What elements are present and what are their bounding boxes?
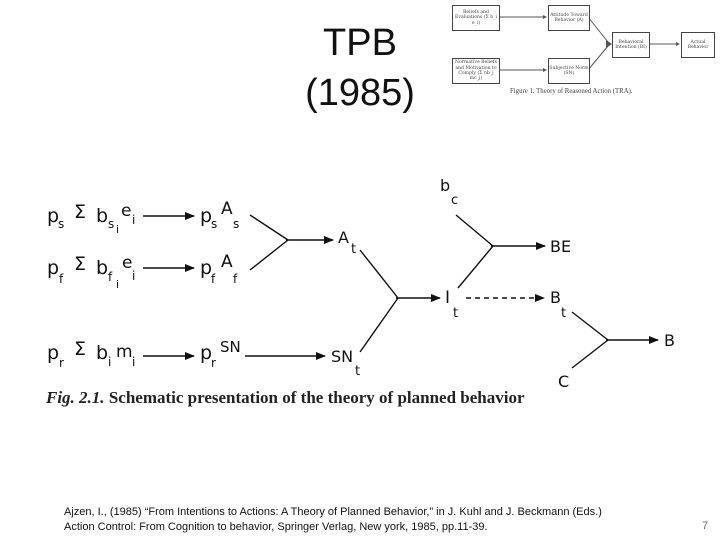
node-C: C: [558, 372, 569, 391]
figure-caption-text: Schematic presentation of the theory of …: [104, 388, 525, 407]
thumb-box-attitude: Attitude Toward Behavior (A): [548, 5, 590, 31]
row2-p-subscript: f: [59, 272, 64, 286]
row1-e-subscript: i: [132, 213, 135, 227]
row3-sigma: Σ: [74, 338, 86, 360]
row1-b: b: [96, 205, 108, 227]
row2-out-A: A: [221, 252, 233, 272]
citation-line2: Action Control: From Cognition to behavi…: [64, 521, 488, 533]
row3-m: m: [116, 342, 133, 362]
node-SNt-subscript: t: [355, 364, 360, 379]
behavior-junction: [571, 311, 659, 369]
row1-out-A: A: [221, 199, 233, 219]
row3-b: b: [96, 342, 108, 364]
row1-e: e: [121, 201, 131, 221]
row2-out-p: p: [200, 257, 212, 279]
node-B: B: [664, 331, 675, 350]
row1-b-subsubscript: i: [116, 223, 119, 236]
figure-label: Fig. 2.1.: [46, 388, 105, 407]
row3-p-subscript: r: [59, 356, 64, 370]
node-At-subscript: t: [351, 242, 356, 257]
thumb-box-intention: Behavioral Intention (BI): [612, 32, 650, 58]
thumbnail-connectors: [498, 15, 680, 72]
row3-m-subscript: i: [132, 355, 135, 369]
node-Bt-subscript: t: [561, 306, 566, 321]
row-referent-beliefs: p r Σ b i m i p r SN: [47, 338, 241, 370]
row1-p: p: [47, 205, 59, 227]
node-At: A: [338, 228, 349, 247]
thumbnail-caption: Figure 1. Theory of Reasoned Action (TRA…: [510, 88, 633, 95]
slide-title-line2: (1985): [305, 72, 415, 114]
row3-b-subscript: i: [108, 355, 111, 369]
row3-out-p-subscript: r: [211, 356, 216, 370]
row2-out-p-subscript: f: [211, 272, 216, 286]
row2-e-subscript: i: [132, 269, 135, 283]
row2-sigma: Σ: [74, 253, 86, 275]
node-BE: BE: [550, 237, 571, 256]
row2-out-A-subscript: f: [233, 272, 238, 286]
row-facilitating-beliefs: p f Σ b f i e i p f A f: [47, 252, 238, 291]
row-behavioral-beliefs: p s Σ b s i e i p s A s: [47, 199, 239, 236]
thumb-box-beliefs: Beliefs and Evaluations (Σ b_i e_i): [452, 5, 500, 31]
thumb-box-behavior: Actual Behavior: [681, 32, 715, 58]
node-bc-subscript: c: [451, 193, 458, 208]
thumb-box-subjective-norm: Subjective Norm (SN): [548, 58, 590, 84]
slide-title-line1: TPB: [323, 22, 397, 64]
node-It: I: [445, 288, 450, 308]
slide-title: TPB (1985): [250, 18, 470, 118]
row2-b: b: [96, 257, 108, 279]
row2-b-subsubscript: i: [116, 278, 119, 291]
row1-out-p-subscript: s: [211, 217, 217, 231]
row1-out-A-subscript: s: [233, 217, 239, 231]
row1-b-subscript: s: [108, 217, 114, 231]
intention-junction: [359, 249, 441, 353]
tra-thumbnail-figure: Beliefs and Evaluations (Σ b_i e_i) Atti…: [440, 2, 716, 100]
citation-line1: Ajzen, I., (1985) “From Intentions to Ac…: [64, 506, 602, 518]
thumb-box-normative-beliefs: Normative Beliefs and Motivation to Comp…: [452, 58, 500, 84]
row2-b-subscript: f: [108, 270, 113, 284]
row3-p: p: [47, 342, 59, 364]
row3-out-SN: SN: [220, 338, 241, 356]
citation: Ajzen, I., (1985) “From Intentions to Ac…: [64, 505, 674, 535]
node-SNt: SN: [331, 347, 353, 366]
row1-p-subscript: s: [58, 217, 64, 231]
node-bc: b: [440, 176, 450, 195]
attitude-junction: [249, 214, 334, 271]
row1-sigma: Σ: [74, 201, 86, 223]
row3-out-p: p: [200, 342, 212, 364]
behavioral-expectation-junction: [455, 214, 546, 289]
figure-caption: Fig. 2.1. Schematic presentation of the …: [46, 388, 525, 408]
row2-p: p: [47, 257, 59, 279]
row2-e: e: [122, 253, 132, 273]
node-Bt: B: [550, 288, 561, 307]
row1-out-p: p: [200, 205, 212, 227]
node-It-subscript: t: [453, 306, 458, 321]
page-number: 7: [702, 520, 709, 532]
